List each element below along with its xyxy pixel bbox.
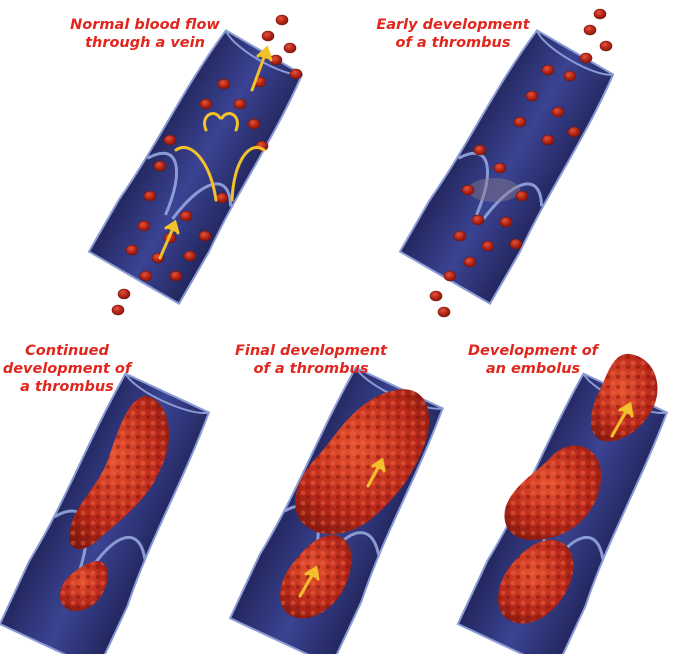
panel-continued-thrombus: [0, 370, 216, 654]
caption-continued-thrombus: Continued development of a thrombus: [0, 342, 134, 396]
panel-early-thrombus: [400, 9, 620, 317]
panel-normal-flow: [89, 15, 309, 315]
caption-final-thrombus: Final development of a thrombus: [216, 342, 406, 378]
vein-segment: [400, 26, 620, 303]
caption-normal-flow: Normal blood flow through a vein: [40, 16, 250, 52]
clot-haze: [468, 178, 520, 202]
panel-embolus: [458, 354, 673, 654]
vein-segment: [89, 26, 309, 303]
panel-final-thrombus: [230, 364, 450, 654]
caption-embolus: Development of an embolus: [458, 342, 608, 378]
caption-early-thrombus: Early development of a thrombus: [358, 16, 548, 52]
